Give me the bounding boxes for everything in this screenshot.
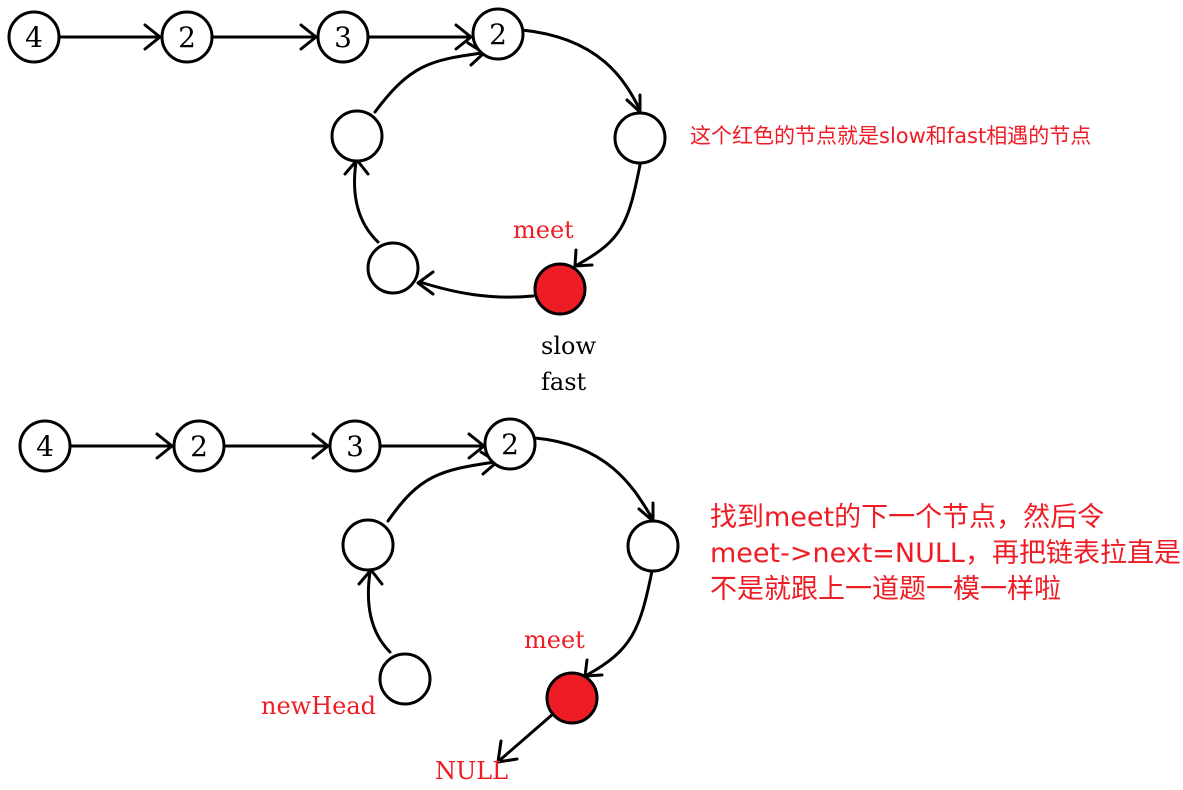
list-node	[328, 419, 382, 473]
list-node	[172, 419, 226, 473]
node-value: 2	[489, 18, 507, 51]
meet-node-explanation: 这个红色的节点就是slow和fast相遇的节点	[690, 124, 1092, 148]
list-node	[316, 10, 370, 64]
edge-top-cycle-2	[575, 163, 642, 267]
edge-bottom-cycle-3	[386, 460, 497, 523]
node-value: 2	[501, 428, 519, 461]
edge-top-cycle-5	[373, 51, 484, 114]
meet-node	[533, 262, 587, 316]
meet-label: meet	[513, 216, 574, 244]
arrowhead	[496, 739, 519, 764]
explanation-line: 不是就跟上一道题一模一样啦	[710, 574, 1061, 605]
node-value: 2	[190, 430, 208, 463]
slow-label: slow	[541, 332, 596, 360]
edge-bottom-cycle-2	[585, 569, 654, 677]
list-node-cycle-entry	[483, 417, 537, 471]
edge-bottom-cycle-1	[533, 436, 654, 520]
list-node-cycle-entry	[471, 7, 525, 61]
node-value: 4	[25, 21, 43, 54]
fast-label: fast	[541, 368, 587, 396]
new-head-label: newHead	[261, 692, 376, 720]
arrowhead	[416, 270, 435, 296]
edge-top-cycle-3	[418, 280, 535, 299]
list-node	[613, 111, 667, 165]
explanation-line: 找到meet的下一个节点，然后令	[710, 502, 1105, 533]
arrowhead	[573, 248, 594, 268]
list-node	[626, 519, 680, 573]
list-node	[7, 10, 61, 64]
list-node	[341, 518, 395, 572]
arrowhead	[155, 432, 174, 460]
solution-explanation: 找到meet的下一个节点，然后令 meet->next=NULL，再把链表拉直是…	[710, 500, 1181, 608]
list-node	[160, 10, 214, 64]
bottom-diagram: 4 2 3 2 meet newHead NULL	[18, 417, 680, 785]
edge-top-cycle-1	[520, 28, 642, 112]
arrowhead	[311, 432, 330, 460]
list-node	[18, 419, 72, 473]
list-node	[366, 241, 420, 295]
node-value: 2	[178, 21, 196, 54]
arrowhead	[299, 23, 318, 51]
node-value: 3	[346, 430, 364, 463]
node-value: 3	[334, 21, 352, 54]
edge-top-cycle-4	[353, 160, 380, 244]
meet-label: meet	[524, 626, 585, 654]
top-diagram: 4 2 3 2 meet slow fast	[7, 7, 667, 396]
null-label: NULL	[435, 757, 508, 785]
meet-node	[545, 671, 599, 725]
arrowhead	[454, 23, 473, 51]
node-value: 4	[36, 430, 54, 463]
edge-bottom-new-head	[366, 570, 392, 654]
new-head-node	[378, 652, 432, 706]
explanation-line: meet->next=NULL，再把链表拉直是	[710, 538, 1181, 569]
arrowhead	[143, 23, 162, 51]
edge-meet-to-null	[498, 712, 555, 762]
list-node	[330, 109, 384, 163]
